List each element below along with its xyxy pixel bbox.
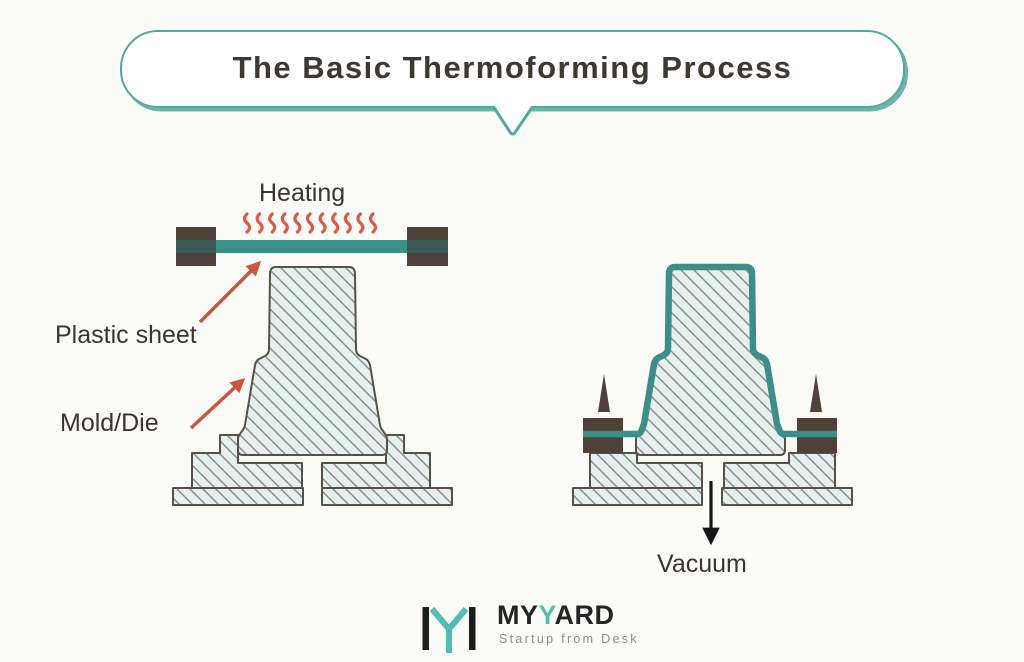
wordmark-end: ARD <box>554 600 615 630</box>
tail-stroke <box>493 106 533 136</box>
vacuum-label: Vacuum <box>657 550 747 578</box>
logo-tagline: Startup from Desk <box>499 632 639 646</box>
spike-left-icon <box>598 374 610 412</box>
wordmark-accent: Y <box>538 600 555 630</box>
mold-plug-stage1 <box>237 266 388 456</box>
logo-wordmark: MYYARD <box>497 600 615 631</box>
wordmark-start: MY <box>497 600 539 630</box>
mold-base-stage1 <box>172 434 453 506</box>
tail-fill <box>494 106 532 131</box>
logo-bar-right <box>469 607 476 650</box>
base-plate-left <box>172 487 304 506</box>
clamp-left-overlay <box>176 240 216 253</box>
plastic-sheet-graphic <box>176 240 448 253</box>
mold-base-stage2 <box>572 452 853 506</box>
mold-die-label: Mold/Die <box>60 409 159 437</box>
stage1-heating-group <box>172 212 453 506</box>
base-plate-right <box>321 487 453 506</box>
plastic-sheet-label: Plastic sheet <box>55 321 197 349</box>
clamp-right-overlay <box>407 240 448 253</box>
base-block-right <box>723 452 836 489</box>
formed-sheet-graphic <box>583 263 837 438</box>
logo-bar-left <box>422 607 429 650</box>
spike-right-icon <box>810 374 822 412</box>
logo-y-shape <box>429 607 469 653</box>
red-pointer-arrow-icon-sheet <box>198 260 262 324</box>
title-bubble: The Basic Thermoforming Process <box>120 30 905 108</box>
heating-label: Heating <box>259 179 346 207</box>
heat-waves-icon <box>242 212 378 234</box>
base-block-left <box>589 452 703 489</box>
page-title: The Basic Thermoforming Process <box>232 50 793 85</box>
speech-bubble-tail-icon <box>493 106 533 136</box>
base-plate-left <box>572 487 703 506</box>
base-plate-right <box>721 487 853 506</box>
clamps-stage1 <box>176 227 448 266</box>
stage2-vacuum-group <box>572 263 853 546</box>
myyard-logo-icon <box>422 607 476 653</box>
red-pointer-arrow-icon-mold <box>189 378 246 430</box>
